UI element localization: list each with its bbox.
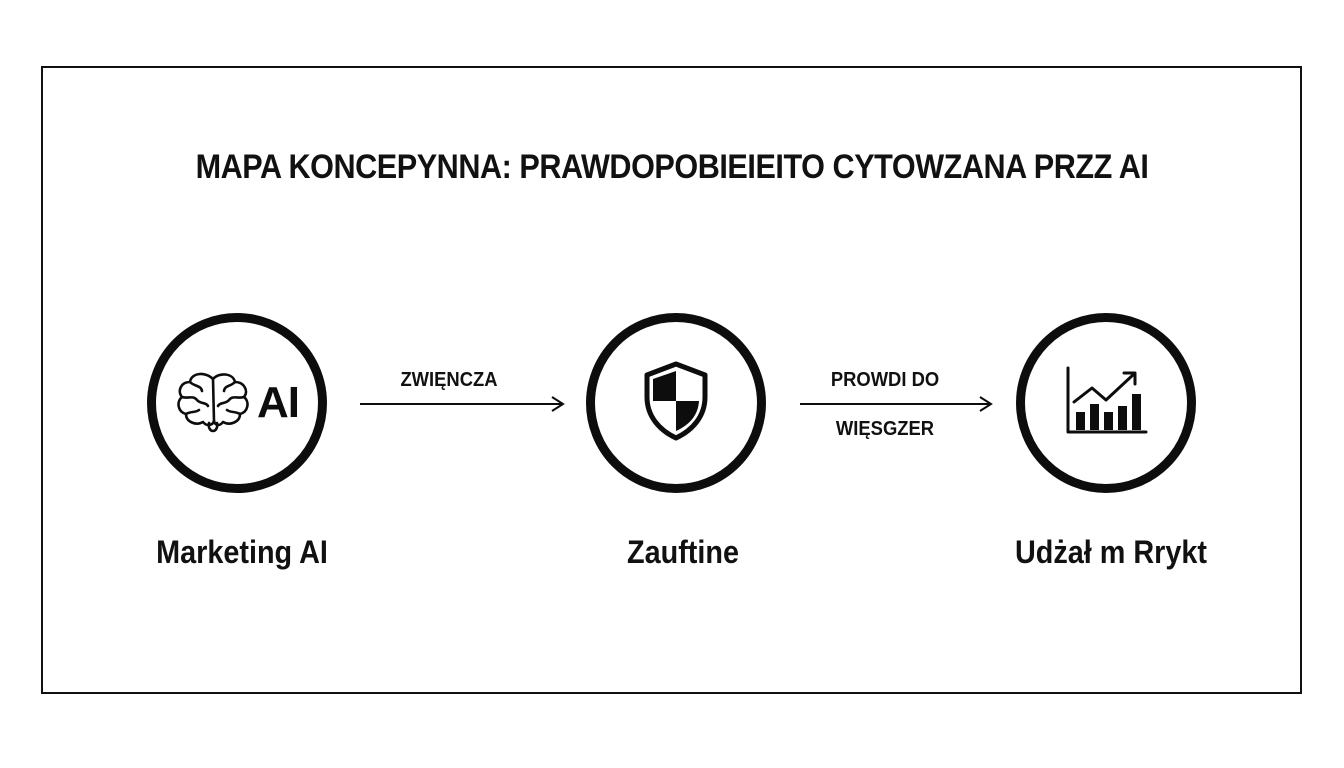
node-label-zauftine: Zauftine: [627, 534, 739, 570]
shield-icon: [643, 361, 709, 446]
node-udzial: [1016, 313, 1196, 493]
edge-label-2-line1: PROWDI DO: [830, 369, 940, 391]
edge-label-1: ZWIĘNCZA: [400, 369, 498, 391]
edge-label-2-line2: WIĘSGZER: [835, 418, 935, 440]
diagram-title: MAPA KONCEPYNNA: PRAWDOPOBIEIEITO CYTOWZ…: [195, 148, 1149, 186]
node-label-marketing-ai: Marketing AI: [156, 534, 328, 570]
edge-arrow-1: [360, 396, 565, 412]
edge-arrow-2: [800, 396, 993, 412]
diagram-frame: [41, 66, 1302, 694]
node-label-udzial: Udżał m Rrykt: [1014, 534, 1208, 570]
node-zauftine: [586, 313, 766, 493]
bar-chart-growth-icon: [1064, 366, 1148, 441]
brain-icon: [175, 369, 253, 438]
node-marketing-ai: AI: [147, 313, 327, 493]
ai-icon-text: AI: [257, 378, 300, 427]
